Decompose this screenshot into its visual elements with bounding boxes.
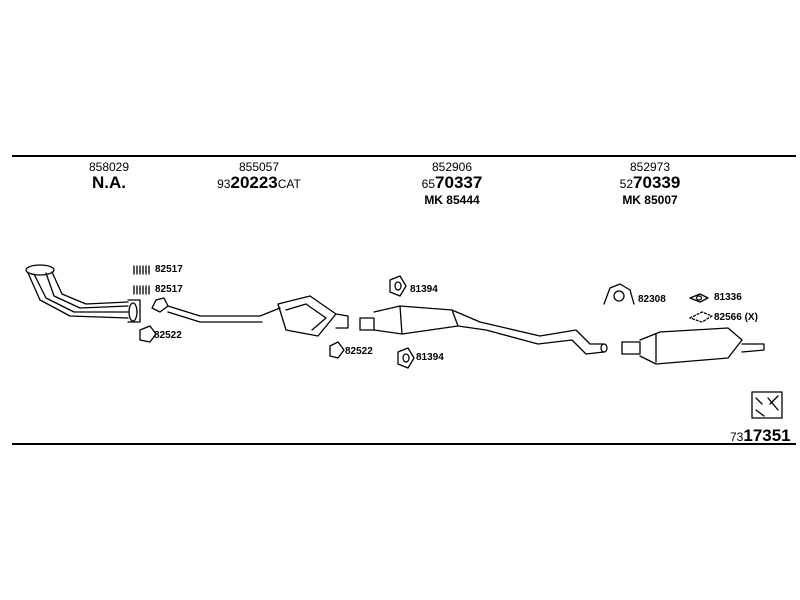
mounting-kit: MK 85007 <box>622 193 678 207</box>
part-number: 852973 <box>629 160 671 174</box>
rear-silencer <box>621 327 765 365</box>
oe-number: 5270339 <box>619 173 681 192</box>
label-clamp-a: 82517 <box>155 264 183 275</box>
seal-option-icon <box>689 311 713 323</box>
part-number: 858029 <box>88 160 130 174</box>
label-hanger-rear: 82308 <box>638 294 666 305</box>
clamp-b-icon <box>133 285 150 295</box>
front-pipe <box>25 264 141 323</box>
certificate-icon <box>751 391 783 419</box>
label-seal-option: 82566 (X) <box>714 312 758 323</box>
column-middle-silencer: 852906 6570337 MK 85444 <box>372 160 532 208</box>
reference-number: 7317351 <box>730 426 791 445</box>
middle-silencer <box>359 305 608 355</box>
label-clamp-b: 82517 <box>155 284 183 295</box>
label-gasket-mid: 82522 <box>345 346 373 357</box>
gasket-mid-icon <box>329 341 345 359</box>
label-hanger-top: 81394 <box>410 284 438 295</box>
part-number: 852906 <box>431 160 473 174</box>
label-hanger-bottom: 81394 <box>416 352 444 363</box>
bottom-divider <box>12 443 796 445</box>
oe-number: 6570337 <box>421 173 483 192</box>
oe-number: N.A. <box>92 173 126 192</box>
oe-number: 9320223CAT <box>217 173 301 192</box>
label-rubber-ring: 81336 <box>714 292 742 303</box>
gasket-front-icon <box>139 325 157 343</box>
hanger-rear-icon <box>603 283 635 305</box>
column-catalyst: 855057 9320223CAT <box>179 160 339 193</box>
label-gasket-front: 82522 <box>154 330 182 341</box>
rubber-ring-icon <box>689 293 709 303</box>
column-rear-silencer: 852973 5270339 MK 85007 <box>570 160 730 208</box>
hanger-bottom-icon <box>397 347 415 369</box>
column-front-pipe: 858029 N.A. <box>29 160 189 193</box>
catalyst <box>151 295 349 337</box>
clamp-a-icon <box>133 265 150 275</box>
top-divider <box>12 155 796 157</box>
part-number: 855057 <box>238 160 280 174</box>
mounting-kit: MK 85444 <box>424 193 480 207</box>
hanger-top-icon <box>389 275 407 297</box>
